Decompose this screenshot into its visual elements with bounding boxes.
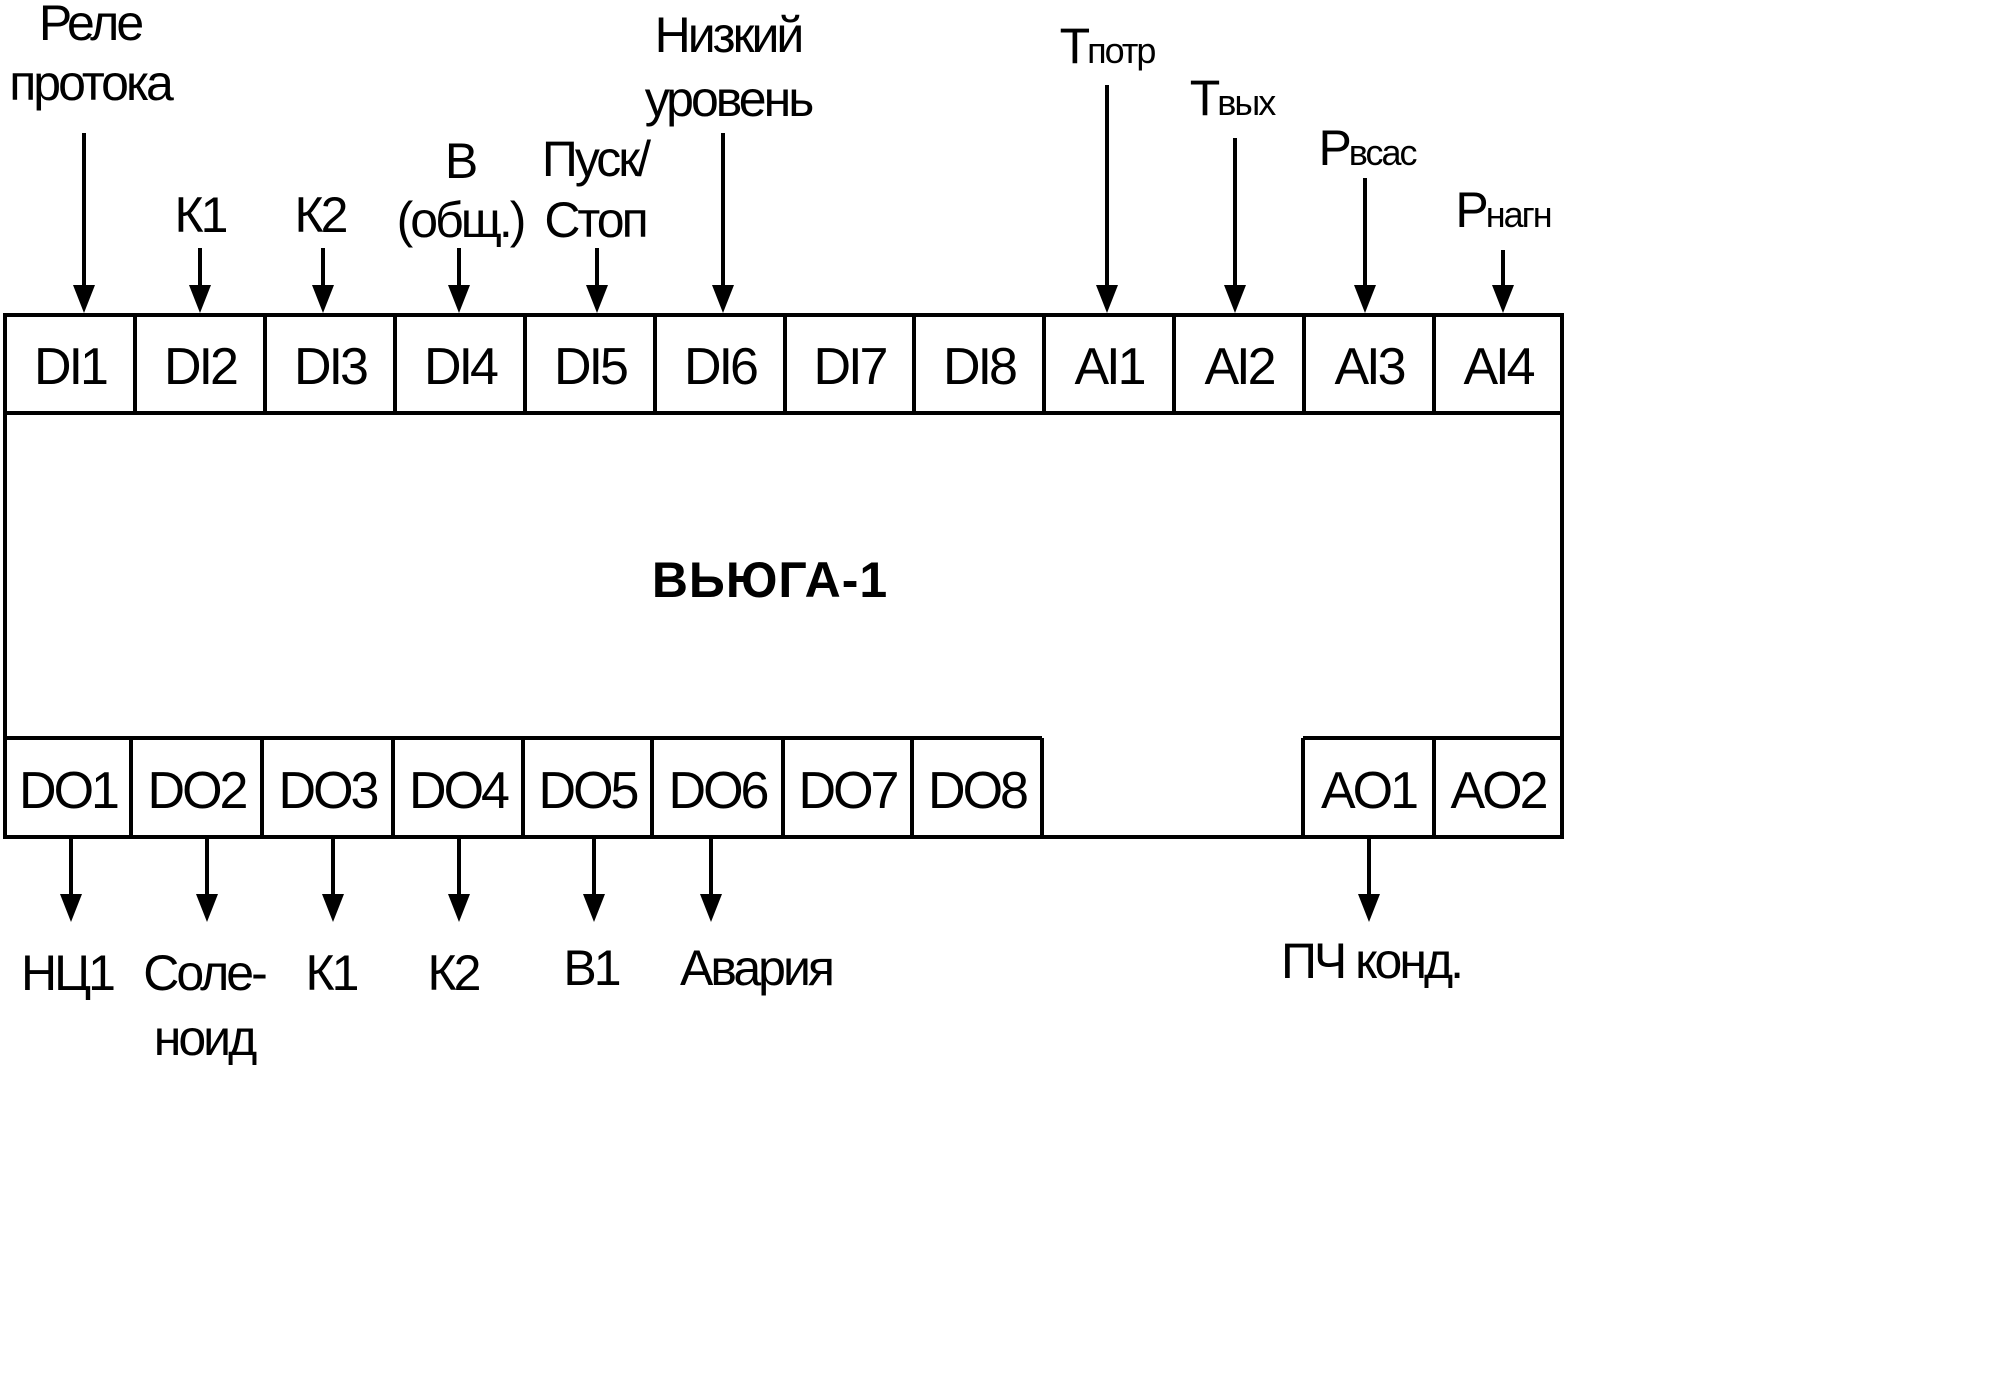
input-di5-arrowhead <box>586 285 608 313</box>
output-label-do4-line1: К2 <box>428 945 480 1001</box>
output-do1-arrowhead <box>60 894 82 922</box>
output-do6-arrowhead <box>700 894 722 922</box>
input-label-di6-line1: Низкий <box>655 7 802 63</box>
terminal-di3: DI3 <box>294 338 367 396</box>
input-di4: DI4 В(общ.) <box>393 133 527 413</box>
input-label-di5-line2: Стоп <box>544 192 645 248</box>
input-ai4-arrowhead <box>1492 285 1514 313</box>
input-di8: DI8 <box>912 315 1019 413</box>
background <box>0 0 1568 1082</box>
input-di3-arrowhead <box>312 285 334 313</box>
terminal-ai1: AI1 <box>1074 338 1144 396</box>
input-di2: DI2 К1 <box>133 187 240 413</box>
output-terminals: DO1НЦ1DO2Соле-ноидDO3К1DO4К2DO5В1DO6Авар… <box>19 738 1550 1066</box>
terminal-di4: DI4 <box>424 338 498 396</box>
input-label-ai2: Твых <box>1190 70 1277 126</box>
input-ai3-arrowhead <box>1354 285 1376 313</box>
input-label-di3-line1: К2 <box>295 187 347 243</box>
terminal-do2: DO2 <box>148 762 247 820</box>
input-di6: DI6 Низкий уровень <box>645 7 815 413</box>
terminal-do7: DO7 <box>799 762 898 820</box>
output-ao1: AO1 ПЧ конд. <box>1281 738 1464 989</box>
input-label-di6-line2: уровень <box>645 71 812 127</box>
terminal-di5: DI5 <box>554 338 627 396</box>
terminal-do4: DO4 <box>409 762 509 820</box>
input-label-ai3: Рвсас <box>1318 120 1417 176</box>
input-label-di1-line2: протока <box>9 55 174 111</box>
output-label-do2-line1: Соле- <box>143 945 266 1001</box>
input-ai1-arrowhead <box>1096 285 1118 313</box>
output-ao1-arrowhead <box>1358 894 1380 922</box>
input-di4-arrowhead <box>448 285 470 313</box>
output-label-do2-line2: ноид <box>154 1010 257 1066</box>
input-di7: DI7 <box>783 315 890 413</box>
output-label-do3-line1: К1 <box>306 945 358 1001</box>
output-label-do5-line1: В1 <box>563 940 619 996</box>
output-do7: DO7 <box>799 738 914 837</box>
controller-wiring-diagram: ВЬЮГА-1 DI1РелепротокаDI2К1DI3К2DI4В(общ… <box>0 0 1568 1082</box>
terminal-do3: DO3 <box>279 762 378 820</box>
terminal-di6: DI6 <box>684 338 757 396</box>
input-di6-arrowhead <box>712 285 734 313</box>
input-label-di2-line1: К1 <box>175 187 227 243</box>
output-do5-arrowhead <box>583 894 605 922</box>
output-label-do6-line1: Авария <box>680 940 832 996</box>
terminal-ao1: AO1 <box>1321 762 1417 820</box>
terminal-di1: DI1 <box>34 338 107 396</box>
output-do2-arrowhead <box>196 894 218 922</box>
input-label-di5-line1: Пуск/ <box>542 131 651 187</box>
input-label-ai4: Рнагн <box>1455 182 1550 238</box>
input-ai3: AI3 Рвсас <box>1302 120 1420 413</box>
terminal-do5: DO5 <box>539 762 638 820</box>
input-label-di4-line2: (общ.) <box>397 192 524 248</box>
output-do4-arrowhead <box>448 894 470 922</box>
output-do3-arrowhead <box>322 894 344 922</box>
terminal-ai4: AI4 <box>1463 338 1534 396</box>
output-label-ao1-line1: ПЧ конд. <box>1281 933 1461 989</box>
input-di2-arrowhead <box>189 285 211 313</box>
terminal-ai3: AI3 <box>1334 338 1404 396</box>
terminal-do6: DO6 <box>669 762 768 820</box>
output-ao2: AO2 <box>1432 738 1550 837</box>
input-label-di4-line1: В <box>445 133 476 189</box>
input-ai1: AI1 Тпотр <box>1042 18 1157 413</box>
terminal-do1: DO1 <box>19 762 118 820</box>
input-label-ai1: Тпотр <box>1060 18 1156 74</box>
input-ai4: AI4 Рнагн <box>1432 182 1553 413</box>
terminal-di7: DI7 <box>814 338 887 396</box>
input-ai2: AI2 Твых <box>1172 70 1278 413</box>
controller-name: ВЬЮГА-1 <box>652 552 888 608</box>
terminal-ao2: AO2 <box>1450 762 1546 820</box>
input-label-di1-line1: Реле <box>39 0 142 51</box>
output-label-do1-line1: НЦ1 <box>21 945 114 1001</box>
terminal-di8: DI8 <box>943 338 1016 396</box>
terminal-di2: DI2 <box>164 338 237 396</box>
input-ai2-arrowhead <box>1224 285 1246 313</box>
input-di1-arrowhead <box>73 285 95 313</box>
terminal-do8: DO8 <box>928 762 1027 820</box>
terminal-ai2: AI2 <box>1204 338 1274 396</box>
input-di3: DI3 К2 <box>263 187 370 413</box>
output-do8: DO8 <box>928 738 1044 837</box>
input-di5: DI5 Пуск/Стоп <box>523 131 654 413</box>
